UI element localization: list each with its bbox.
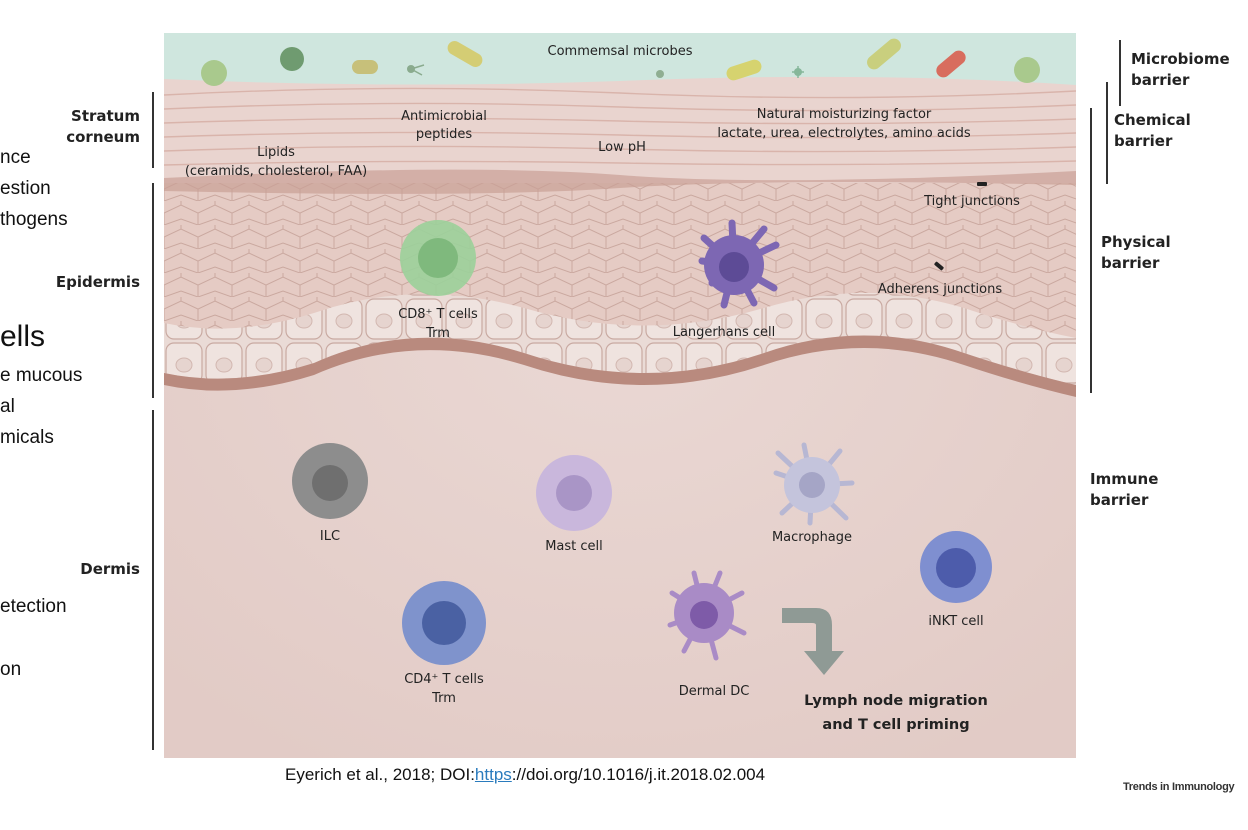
label-lymph-1: Lymph node migration [804,693,988,709]
bracket-physical [1090,108,1092,393]
barrier-label-chemical: Chemical barrier [1114,110,1191,152]
barrier-label-immune: Immune barrier [1090,469,1158,511]
label-adherens-junctions: Adherens junctions [878,282,1002,297]
left-fragment-2: estion [0,178,51,199]
label-inkt: iNKT cell [928,614,983,629]
langerhans-cell-icon [698,219,780,309]
barrier-label-line: Physical [1101,233,1171,251]
barrier-label-line: barrier [1090,491,1149,509]
stratum-corneum-layer [164,73,1076,183]
barrier-label-line: Microbiome [1131,50,1230,68]
microbe-icon [352,60,378,74]
bracket-epidermis [152,183,154,398]
macrophage-icon [773,442,855,526]
left-fragment-6: al [0,396,15,417]
left-fragment-3: thogens [0,209,68,230]
microbe-icon [867,38,901,70]
label-low-ph: Low pH [598,140,646,155]
label-amp-2: peptides [416,127,472,142]
barrier-label-line: barrier [1114,132,1173,150]
tight-junction-icon [977,182,987,186]
label-cd4-2: Trm [431,691,456,706]
barrier-label-line: Immune [1090,470,1159,488]
left-fragment-9: on [0,659,22,680]
label-amp-1: Antimicrobial [401,109,487,124]
citation-prefix: Eyerich et al., 2018; DOI: [285,765,475,784]
label-langerhans: Langerhans cell [673,325,776,340]
bracket-microbiome [1119,40,1121,106]
label-cd8-1: CD8⁺ T cells [398,307,478,322]
left-fragment-7: micals [0,427,54,448]
layer-label-line: corneum [66,128,140,146]
barrier-label-line: barrier [1131,71,1190,89]
bracket-dermis [152,410,154,750]
layer-label-dermis: Dermis [80,560,140,578]
citation: Eyerich et al., 2018; DOI:https://doi.or… [285,765,765,785]
citation-rest: ://doi.org/10.1016/j.it.2018.02.004 [511,765,766,784]
skin-barrier-figure: Commemsal microbes Antimicrobial peptide… [164,33,1076,758]
label-cd8-2: Trm [425,326,450,341]
bracket-stratum-corneum [152,92,154,168]
label-mast-cell: Mast cell [545,539,603,554]
basement-membrane [164,335,1076,397]
microbe-icon [447,41,483,67]
migration-arrow-icon [782,608,844,675]
label-dermal-dc: Dermal DC [679,684,750,699]
microbiome-band [164,33,1076,85]
label-nmf-2: lactate, urea, electrolytes, amino acids [717,126,971,141]
label-lymph-2: and T cell priming [822,717,969,733]
microbe-icon [280,47,304,71]
barrier-label-physical: Physical barrier [1101,232,1171,274]
left-fragment-8: etection [0,596,67,617]
microbe-icon [201,60,227,86]
label-microbes: Commemsal microbes [548,44,693,59]
microbe-icon [407,64,425,76]
layer-label-epidermis: Epidermis [55,273,140,291]
label-lipids-2: (ceramids, cholesterol, FAA) [185,164,367,179]
layer-label-line: Stratum [71,107,140,125]
microbe-icon [1014,57,1040,83]
barrier-label-line: Chemical [1114,111,1191,129]
barrier-label-line: barrier [1101,254,1160,272]
left-fragment-5: e mucous [0,365,83,386]
microbe-icon [656,70,664,78]
label-lipids-1: Lipids [257,145,295,160]
label-macrophage: Macrophage [772,530,852,545]
label-nmf-1: Natural moisturizing factor [757,107,932,122]
label-ilc: ILC [320,529,340,544]
label-cd4-1: CD4⁺ T cells [404,672,484,687]
citation-link[interactable]: https [474,765,512,784]
left-fragment-1: nce [0,147,31,168]
basal-layer [164,293,1076,385]
adherens-junction-icon [934,261,944,271]
label-tight-junctions: Tight junctions [923,194,1020,209]
bracket-chemical [1106,82,1108,184]
dermal-dc-icon [667,570,747,661]
left-fragment-4: ells [0,320,46,353]
barrier-label-microbiome: Microbiome barrier [1131,49,1230,91]
microbe-icon [792,66,804,78]
layer-label-stratum-corneum: Stratum corneum [40,106,140,148]
microbe-icon [936,50,966,78]
journal-name: Trends in Immunology [1123,781,1235,793]
microbe-icon [726,59,762,81]
